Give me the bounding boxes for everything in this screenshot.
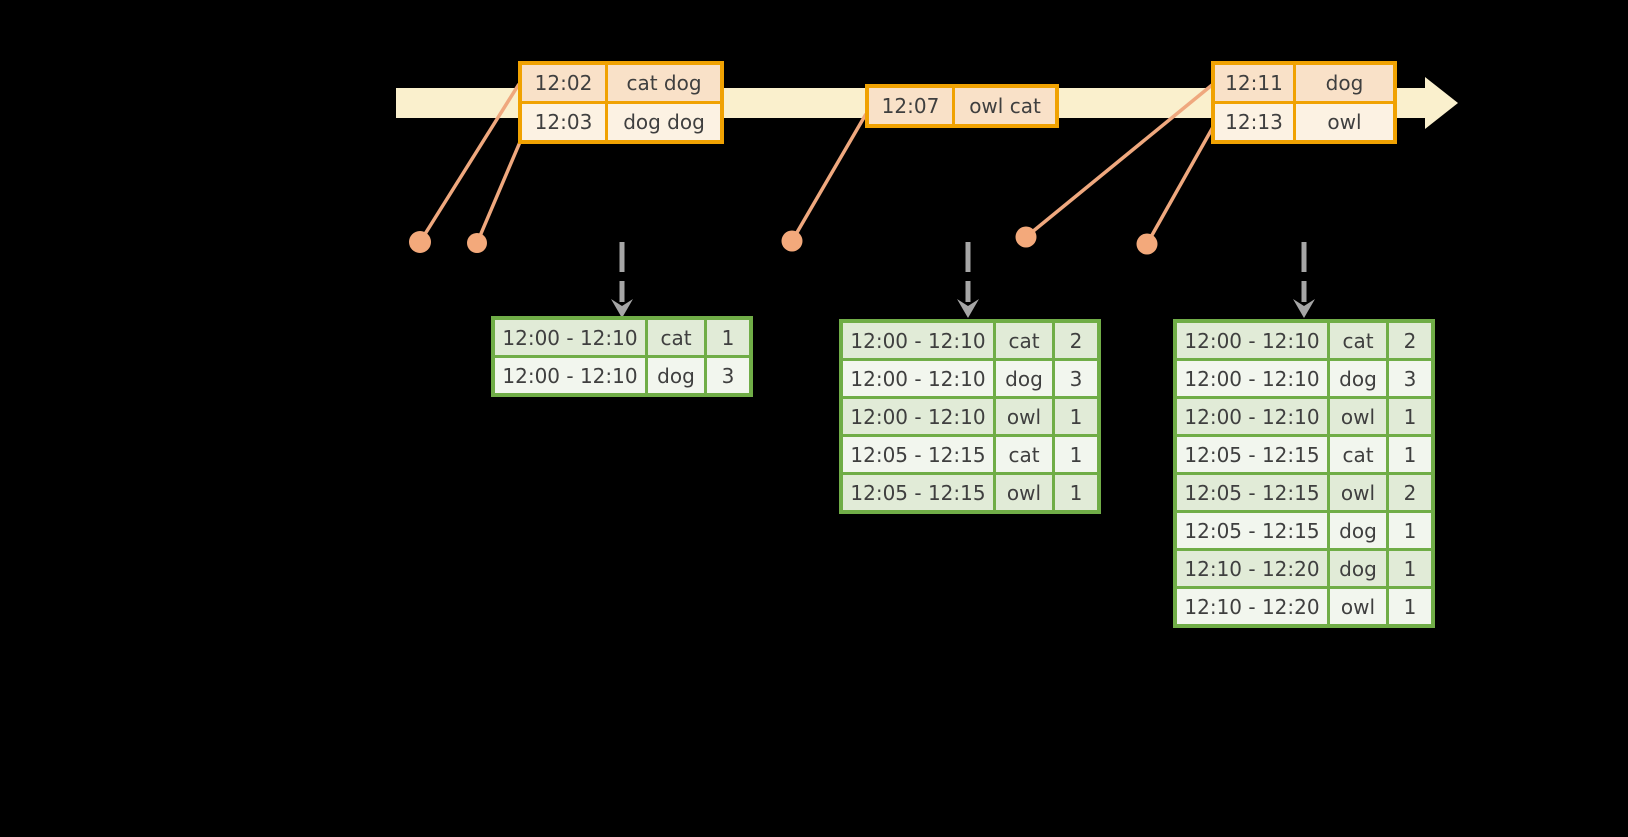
event-point-dot: [781, 230, 803, 252]
table-cell: 12:00 - 12:10: [1177, 361, 1327, 396]
event-point-dot: [1136, 233, 1158, 255]
table-cell: 1: [1389, 551, 1431, 586]
table-cell: 12:05 - 12:15: [843, 437, 993, 472]
table-cell: dog: [996, 361, 1052, 396]
table-cell: cat: [648, 320, 704, 355]
table-cell: 12:00 - 12:10: [495, 320, 645, 355]
trigger-arrows: [611, 242, 1315, 318]
event-point-dot: [1015, 226, 1037, 248]
table-cell: 1: [1055, 399, 1097, 434]
table-cell: 1: [1389, 589, 1431, 624]
table-cell: 12:00 - 12:10: [1177, 323, 1327, 358]
table-cell: owl cat: [955, 88, 1055, 124]
table-cell: 2: [1389, 475, 1431, 510]
table-cell: 12:05 - 12:15: [843, 475, 993, 510]
table-cell: owl: [996, 475, 1052, 510]
table-cell: 12:00 - 12:10: [843, 399, 993, 434]
table-cell: 1: [1055, 437, 1097, 472]
trigger-arrowhead-icon: [1293, 299, 1315, 318]
event-point-dots: [409, 226, 1158, 255]
table-cell: owl: [1330, 589, 1386, 624]
table-cell: dog: [1330, 551, 1386, 586]
table-cell: 12:10 - 12:20: [1177, 551, 1327, 586]
table-cell: 12:07: [869, 88, 952, 124]
table-cell: 12:05 - 12:15: [1177, 475, 1327, 510]
table-cell: dog dog: [608, 104, 720, 140]
table-cell: 12:00 - 12:10: [1177, 399, 1327, 434]
table-cell: cat: [1330, 323, 1386, 358]
table-cell: dog: [1296, 65, 1393, 101]
trigger-arrowhead-icon: [957, 299, 979, 318]
table-cell: 12:05 - 12:15: [1177, 437, 1327, 472]
event-connector-line: [418, 83, 521, 243]
table-cell: 1: [707, 320, 749, 355]
table-cell: 1: [1389, 513, 1431, 548]
event-connector-line: [1024, 83, 1214, 239]
table-cell: 12:00 - 12:10: [843, 323, 993, 358]
table-cell: 1: [1389, 437, 1431, 472]
table-cell: dog: [1330, 361, 1386, 396]
table-cell: 2: [1055, 323, 1097, 358]
table-cell: 12:13: [1215, 104, 1293, 140]
trigger-arrowhead-icon: [611, 299, 633, 318]
table-cell: 2: [1389, 323, 1431, 358]
table-cell: cat: [996, 323, 1052, 358]
table-cell: cat: [996, 437, 1052, 472]
event-connector-line: [1145, 126, 1215, 245]
table-cell: 1: [1389, 399, 1431, 434]
table-cell: 3: [1389, 361, 1431, 396]
table-cell: 1: [1055, 475, 1097, 510]
event-connector-line: [475, 141, 522, 244]
table-cell: 3: [707, 358, 749, 393]
event-point-dot: [467, 233, 487, 253]
table-cell: dog: [648, 358, 704, 393]
table-cell: cat: [1330, 437, 1386, 472]
table-cell: cat dog: [608, 65, 720, 101]
table-cell: owl: [1296, 104, 1393, 140]
table-cell: 3: [1055, 361, 1097, 396]
event-connector-lines: [418, 83, 1215, 245]
table-cell: owl: [1330, 475, 1386, 510]
table-cell: 12:00 - 12:10: [843, 361, 993, 396]
table-cell: 12:11: [1215, 65, 1293, 101]
event-connector-line: [790, 113, 868, 242]
timeline-arrowhead-icon: [1425, 77, 1458, 129]
table-cell: 12:03: [522, 104, 605, 140]
table-cell: dog: [1330, 513, 1386, 548]
event-point-dot: [409, 231, 431, 253]
table-cell: owl: [996, 399, 1052, 434]
table-cell: 12:00 - 12:10: [495, 358, 645, 393]
table-cell: owl: [1330, 399, 1386, 434]
table-cell: 12:02: [522, 65, 605, 101]
table-cell: 12:05 - 12:15: [1177, 513, 1327, 548]
table-cell: 12:10 - 12:20: [1177, 589, 1327, 624]
